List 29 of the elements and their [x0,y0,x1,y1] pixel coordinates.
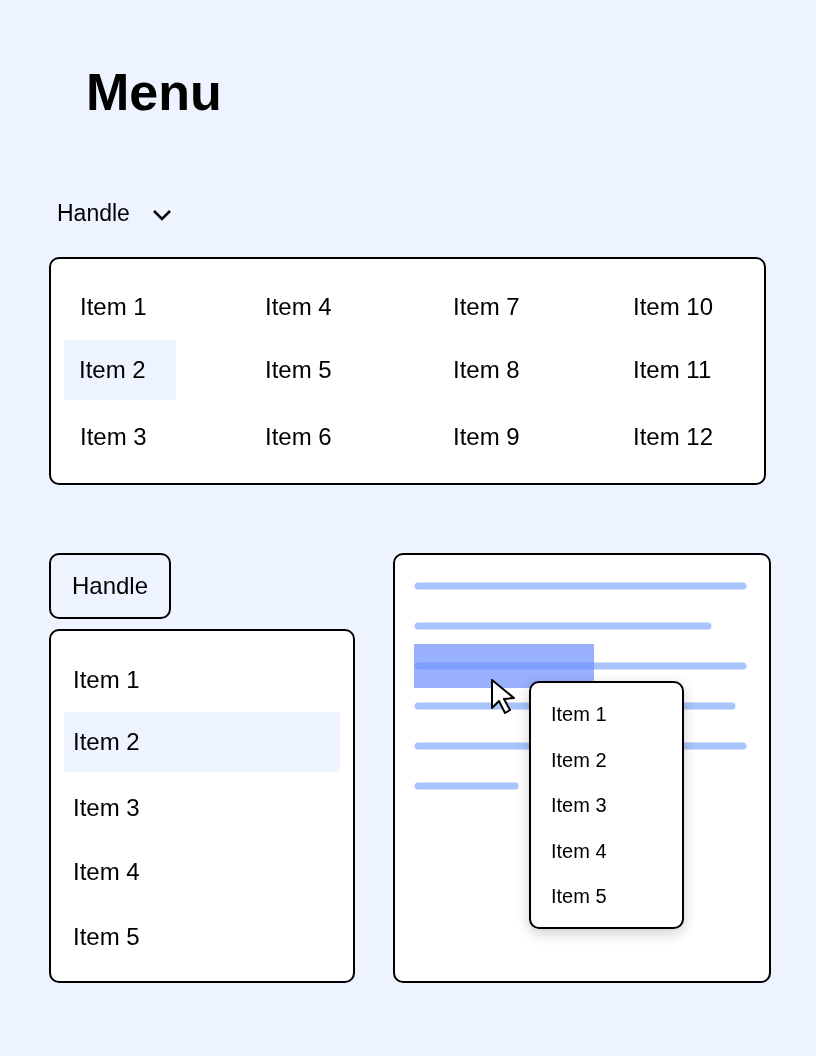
context-menu-panel [529,681,684,929]
dropdown-menu-panel [49,629,355,983]
menu-item: Item 9 [453,420,573,454]
menu-item: Item 6 [265,420,385,454]
menu-item: Item 5 [265,353,385,387]
menu-item: Item 3 [73,791,223,825]
menu-handle-label: Handle [57,200,130,227]
highlighted-menu-item: Item 2 [64,340,176,400]
menu-handle-button: Handle [49,553,171,619]
menu-item: Item 4 [265,290,385,324]
menu-item: Item 4 [73,855,223,889]
menu-item: Item 10 [633,290,753,324]
menu-item: Item 5 [73,920,223,954]
title: Menu [86,62,222,122]
menu-item: Item 1 [73,663,223,697]
menu-item: Item 3 [80,420,200,454]
menu-item: Item 1 [80,290,200,324]
menu-item: Item 1 [551,700,661,728]
menu-item: Item 7 [453,290,573,324]
menu-item: Item 12 [633,420,753,454]
document-panel [393,553,771,983]
menu-item: Item 5 [551,882,661,910]
menu-item: Item 4 [551,837,661,865]
highlighted-menu-item: Item 2 [64,712,340,772]
menu-item: Item 11 [633,353,753,387]
menu-item: Item 2 [551,746,661,774]
menu-item: Item 8 [453,353,573,387]
menu-item: Item 3 [551,791,661,819]
mega-menu-panel [49,257,766,485]
